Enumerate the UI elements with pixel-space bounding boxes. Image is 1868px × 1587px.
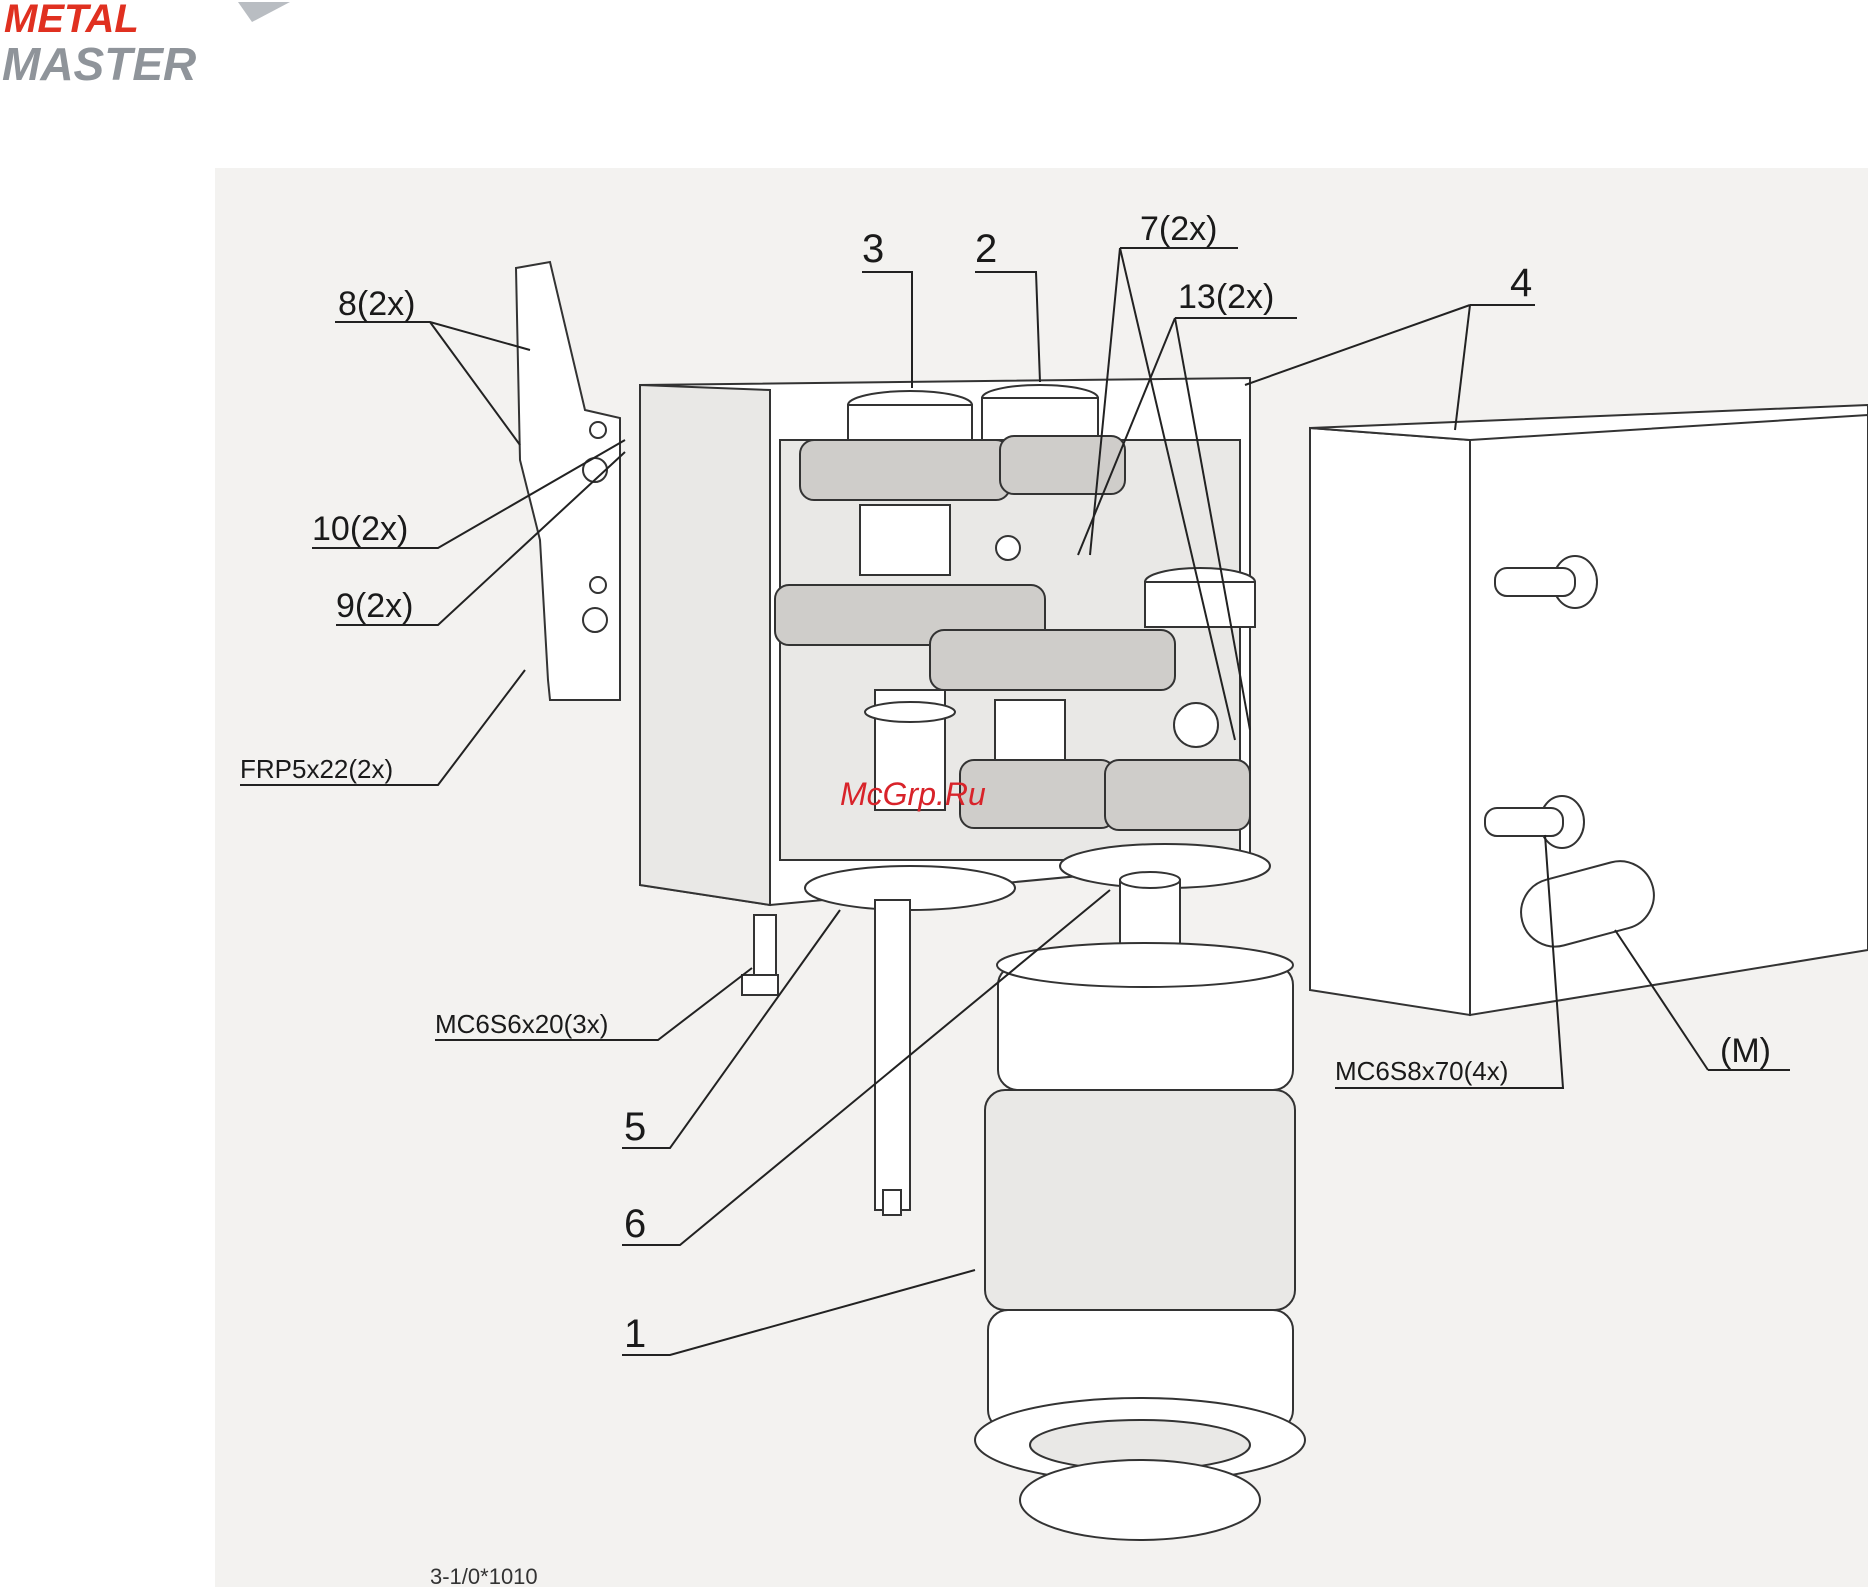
bracket-part <box>516 262 620 700</box>
label-10: 10(2x) <box>312 510 408 548</box>
label-7: 7(2x) <box>1140 210 1217 248</box>
label-frp: FRP5x22(2x) <box>240 754 393 784</box>
watermark: McGrp.Ru <box>840 776 986 812</box>
shaft-part <box>875 900 910 1215</box>
label-6: 6 <box>624 1202 646 1246</box>
motor-part <box>975 872 1305 1540</box>
cover-part <box>1310 405 1868 1015</box>
label-mc6s8: MC6S8x70(4x) <box>1335 1056 1508 1086</box>
screw-mc6s6 <box>742 915 778 995</box>
label-8: 8(2x) <box>338 285 415 323</box>
label-1: 1 <box>624 1312 646 1356</box>
label-4: 4 <box>1510 261 1532 305</box>
label-13: 13(2x) <box>1178 278 1274 316</box>
label-2: 2 <box>975 227 997 271</box>
label-5: 5 <box>624 1105 646 1149</box>
label-3: 3 <box>862 227 884 271</box>
drawing-number: 3-1/0*1010 <box>430 1564 538 1587</box>
label-9: 9(2x) <box>336 587 413 625</box>
label-m: (M) <box>1720 1032 1771 1070</box>
label-mc6s6: MC6S6x20(3x) <box>435 1009 608 1039</box>
